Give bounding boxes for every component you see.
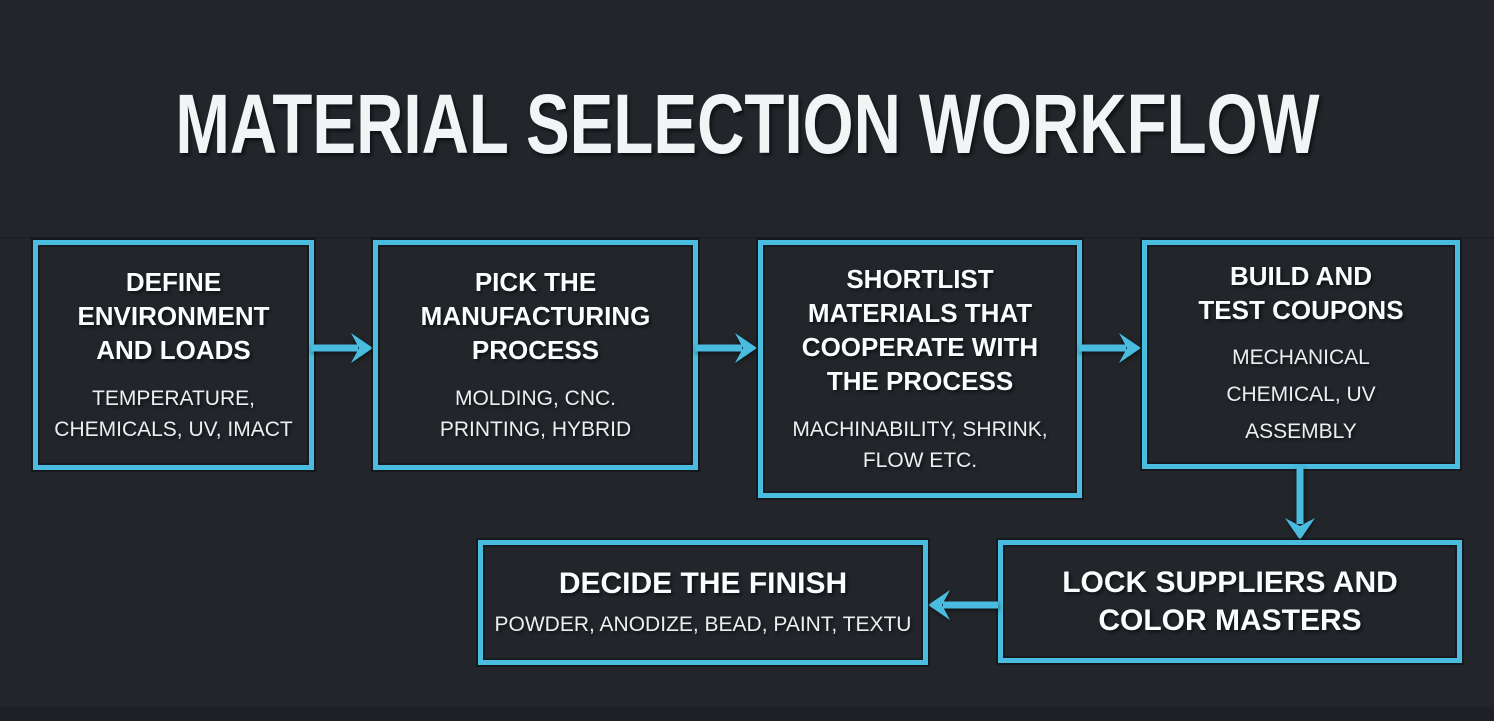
box-subtext-line: CHEMICALS, UV, IMACT [54, 418, 293, 441]
box-subtext-line: MACHINABILITY, SHRINK, [792, 418, 1048, 441]
box-heading-line: LOCK SUPPLIERS AND [1062, 565, 1398, 599]
box-subtext-line: MECHANICAL [1232, 346, 1370, 369]
box-heading-line: COOPERATE WITH [801, 332, 1039, 362]
box-heading: PICK THE MANUFACTURING PROCESS [421, 265, 651, 367]
box-heading-line: COLOR MASTERS [1098, 603, 1362, 637]
arrow-down-icon [1285, 466, 1315, 540]
box-heading-line: MANUFACTURING [420, 301, 651, 331]
arrow-right-icon [1079, 333, 1141, 363]
box-subtext: POWDER, ANODIZE, BEAD, PAINT, TEXTU [495, 609, 912, 640]
page-title-text: MATERIAL SELECTION WORKFLOW [174, 77, 1320, 171]
box-subtext-line: PRINTING, HYBRID [439, 418, 632, 441]
box-heading-line: TEST COUPONS [1198, 295, 1404, 325]
arrow-right-icon [311, 333, 373, 363]
background-seam-line [0, 237, 1494, 238]
arrow-right-icon [695, 333, 757, 363]
box-heading: SHORTLIST MATERIALS THAT COOPERATE WITH … [802, 262, 1038, 398]
box-subtext-line: TEMPERATURE, [92, 387, 255, 410]
box-heading: DECIDE THE FINISH [559, 565, 847, 603]
box-heading-line: MATERIALS THAT [807, 298, 1033, 328]
box-heading-line: PICK THE [474, 267, 597, 297]
box-subtext-line: FLOW ETC. [862, 449, 978, 472]
box-subtext: MECHANICAL CHEMICAL, UV ASSEMBLY [1226, 339, 1375, 450]
flow-box-decide-the-finish: DECIDE THE FINISH POWDER, ANODIZE, BEAD,… [478, 540, 928, 665]
flow-box-pick-the-manufacturing-process: PICK THE MANUFACTURING PROCESS MOLDING, … [373, 240, 698, 470]
box-subtext-line: MOLDING, CNC. [454, 387, 616, 410]
box-heading-line: PROCESS [471, 335, 600, 365]
box-heading-line: SHORTLIST [846, 264, 994, 294]
box-subtext: MOLDING, CNC. PRINTING, HYBRID [440, 383, 631, 445]
footer-shade [0, 707, 1494, 721]
flow-box-lock-suppliers-and-color-masters: LOCK SUPPLIERS AND COLOR MASTERS [998, 540, 1462, 663]
flow-box-build-and-test-coupons: BUILD AND TEST COUPONS MECHANICAL CHEMIC… [1142, 240, 1460, 469]
box-heading: BUILD AND TEST COUPONS [1198, 259, 1403, 327]
box-subtext-line: POWDER, ANODIZE, BEAD, PAINT, TEXTU [494, 613, 912, 636]
box-heading-line: DEFINE [125, 267, 222, 297]
box-subtext: TEMPERATURE, CHEMICALS, UV, IMACT [54, 383, 292, 445]
page-title: MATERIAL SELECTION WORKFLOW [0, 76, 1494, 173]
flow-box-shortlist-materials-that-cooperate-with-the-process: SHORTLIST MATERIALS THAT COOPERATE WITH … [758, 240, 1082, 498]
flow-box-define-environment-and-loads: DEFINE ENVIRONMENT AND LOADS TEMPERATURE… [33, 240, 314, 470]
box-heading-line: THE PROCESS [826, 366, 1014, 396]
box-heading-line: DECIDE THE FINISH [558, 567, 848, 600]
box-heading-line: AND LOADS [96, 335, 251, 365]
arrow-left-icon [928, 590, 998, 620]
box-subtext-line: ASSEMBLY [1245, 420, 1357, 443]
box-heading: DEFINE ENVIRONMENT AND LOADS [77, 265, 269, 367]
box-heading-line: BUILD AND [1229, 261, 1372, 291]
box-heading: LOCK SUPPLIERS AND COLOR MASTERS [1062, 564, 1398, 640]
box-subtext-line: CHEMICAL, UV [1226, 383, 1376, 406]
box-heading-line: ENVIRONMENT [77, 301, 270, 331]
box-subtext: MACHINABILITY, SHRINK, FLOW ETC. [792, 414, 1047, 476]
